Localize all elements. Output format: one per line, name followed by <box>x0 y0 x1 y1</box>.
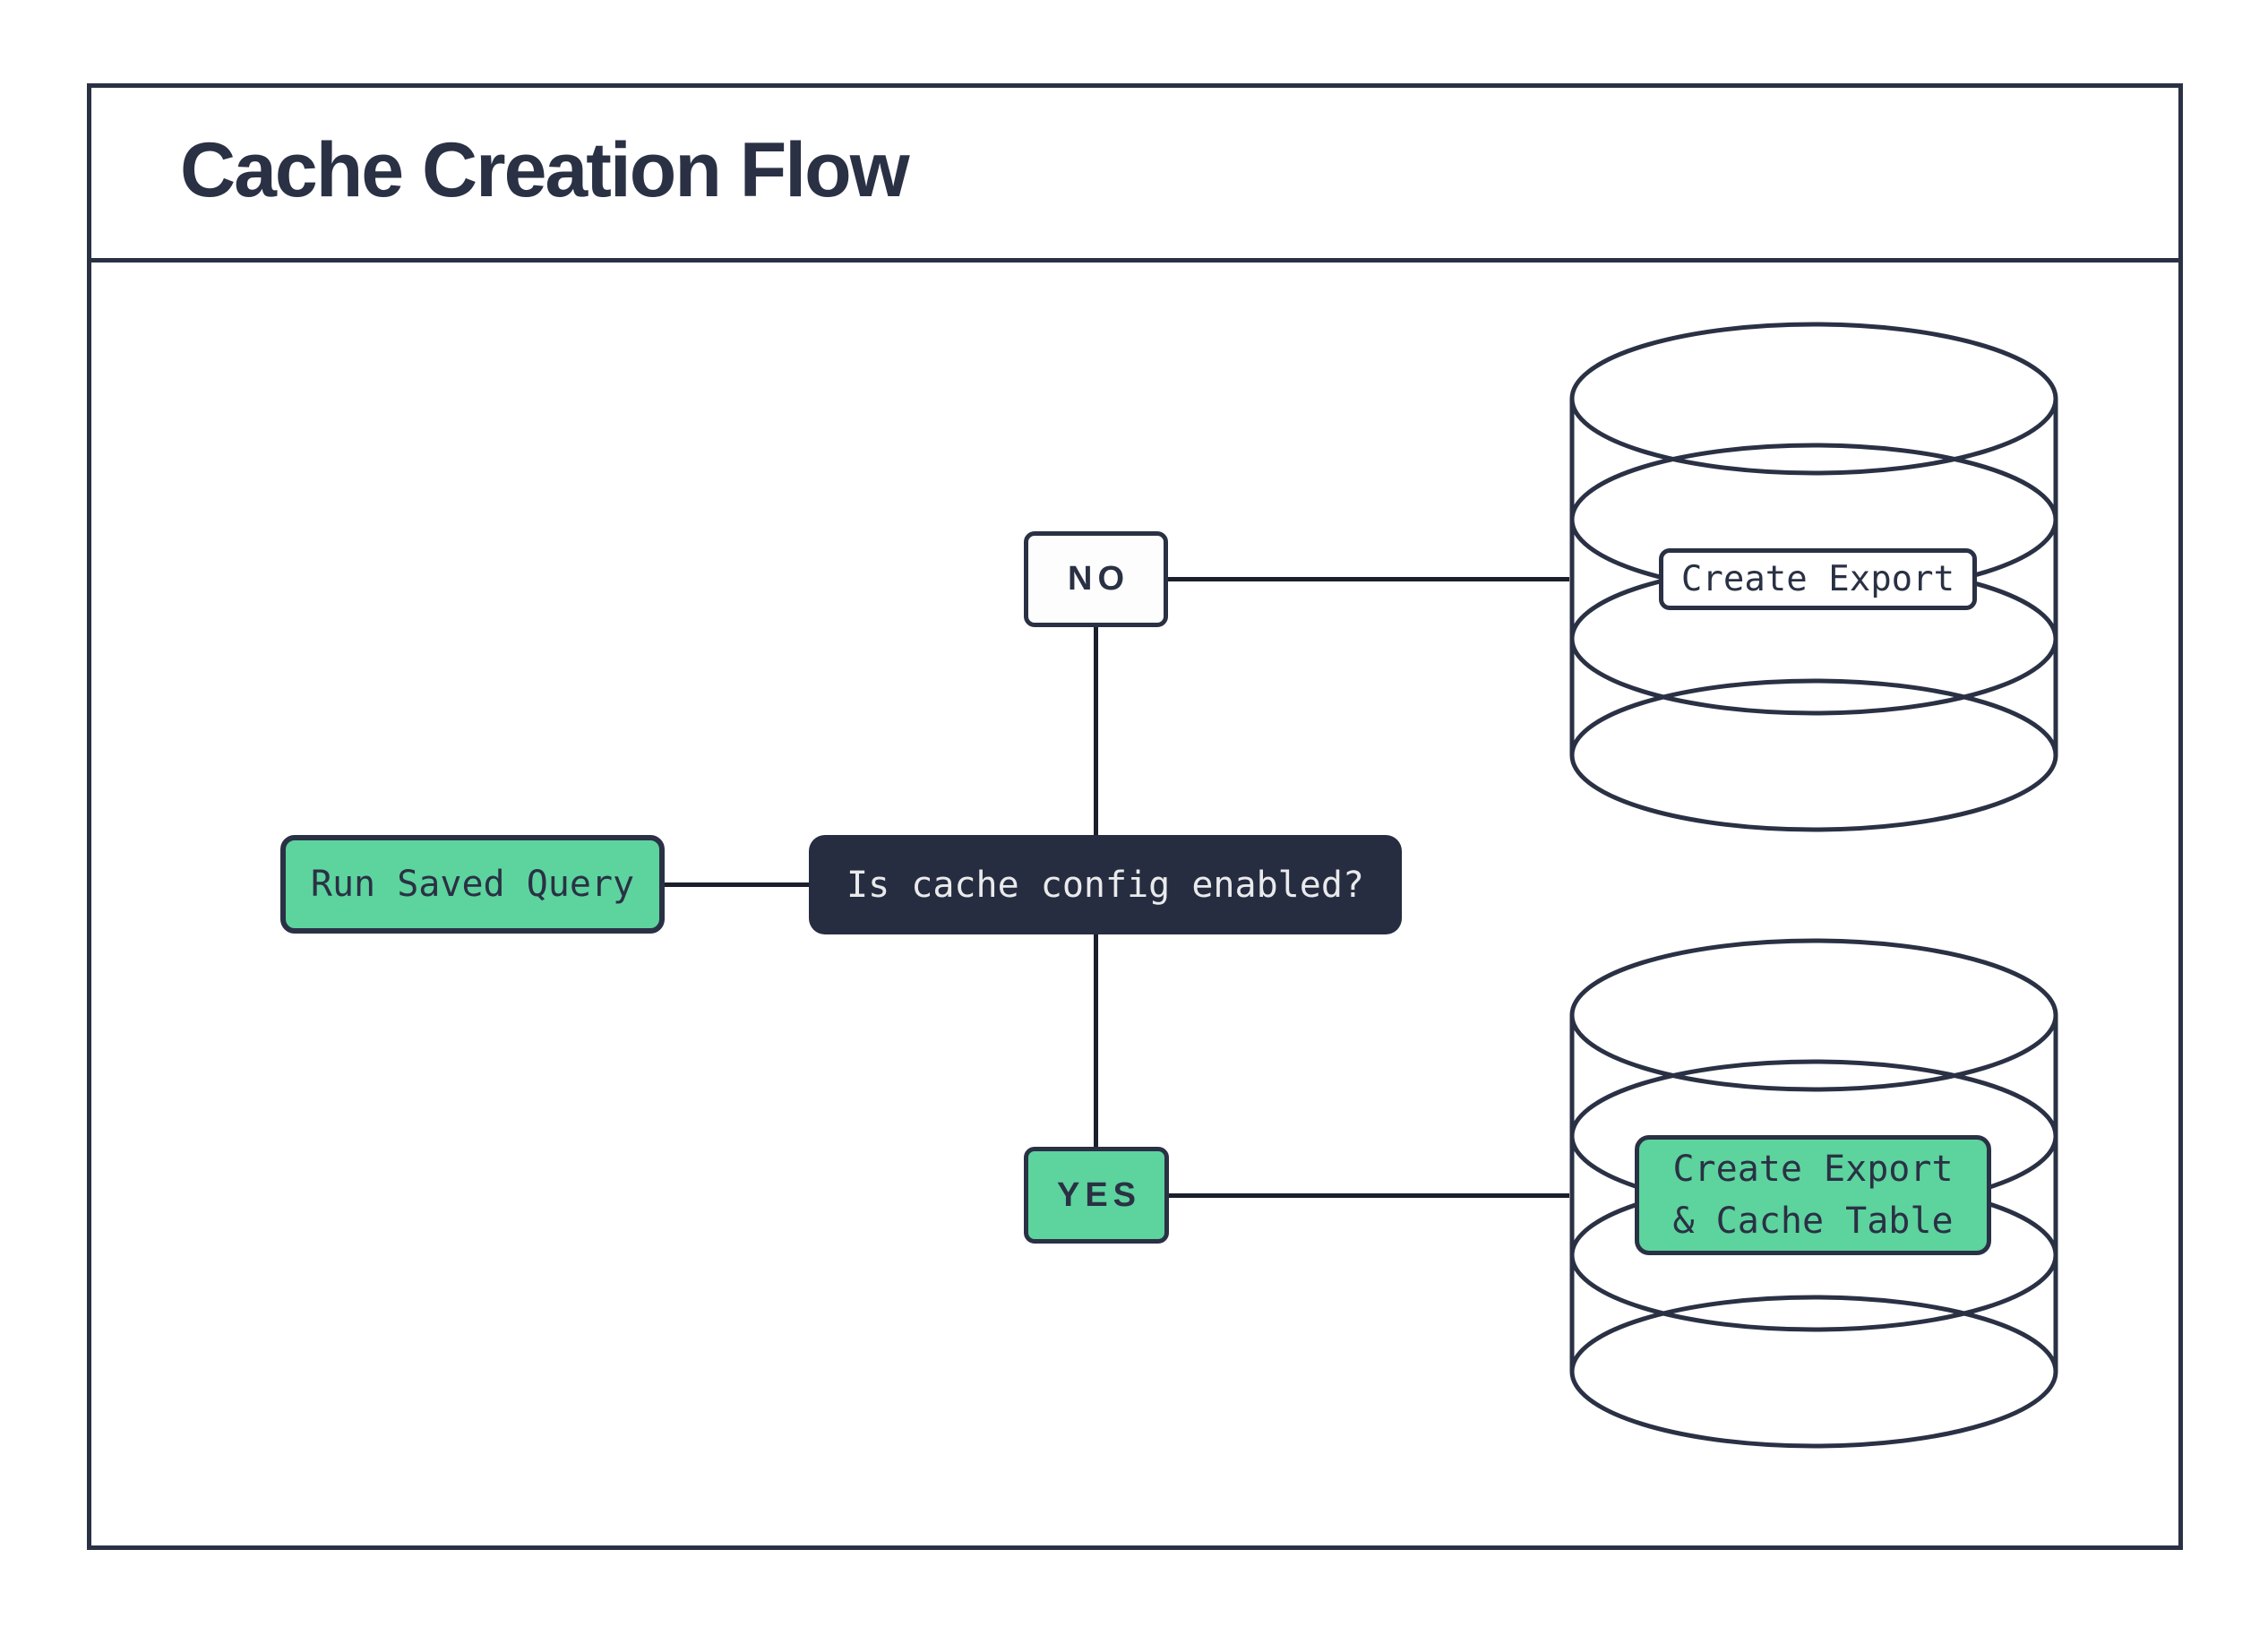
connector-decision-to-no <box>1094 627 1098 835</box>
node-decision-cache-config: Is cache config enabled? <box>809 835 1402 934</box>
connector-decision-to-yes <box>1094 934 1098 1147</box>
node-branch-no-label: NO <box>1068 560 1130 598</box>
page-title: Cache Creation Flow <box>180 127 910 213</box>
node-run-saved-query: Run Saved Query <box>280 835 665 934</box>
node-create-export-label: Create Export <box>1680 559 1955 599</box>
connector-no-to-database <box>1168 577 1569 581</box>
node-decision-label: Is cache config enabled? <box>846 864 1364 906</box>
node-create-export: Create Export <box>1659 548 1977 610</box>
node-branch-yes: YES <box>1024 1147 1169 1244</box>
node-create-export-cache-line1: Create Export <box>1672 1149 1954 1190</box>
connector-start-to-decision <box>665 882 809 887</box>
title-band: Cache Creation Flow <box>87 83 2183 263</box>
node-create-export-cache-table: Create Export & Cache Table <box>1635 1135 1991 1255</box>
node-branch-no: NO <box>1024 531 1168 627</box>
diagram-frame <box>87 83 2183 1550</box>
node-branch-yes-label: YES <box>1056 1175 1142 1214</box>
connector-yes-to-database <box>1169 1193 1569 1198</box>
node-run-saved-query-label: Run Saved Query <box>310 864 635 905</box>
node-create-export-cache-line2: & Cache Table <box>1672 1201 1954 1242</box>
